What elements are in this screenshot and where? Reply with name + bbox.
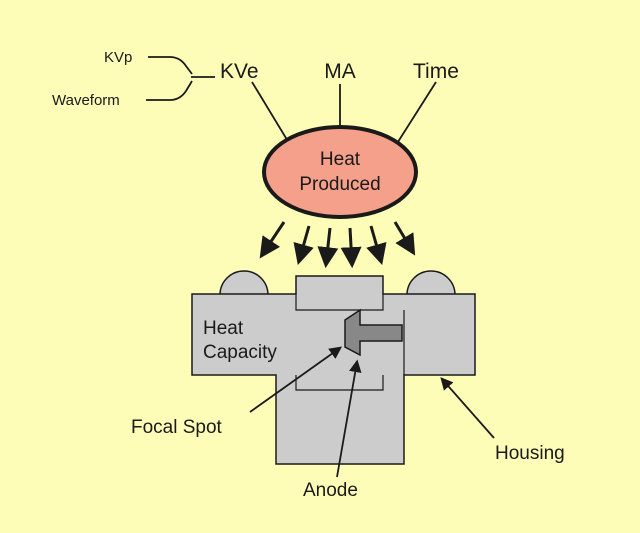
anode-shape <box>344 308 403 357</box>
focal-spot-pointer <box>249 346 343 413</box>
pointer-lines <box>249 346 495 478</box>
input-connector-lines <box>251 81 437 146</box>
housing-pointer <box>440 377 495 439</box>
heat-produced-line2: Produced <box>299 174 380 195</box>
focal-spot-label: Focal Spot <box>131 417 223 438</box>
tube-housing <box>191 270 476 465</box>
heat-arrow-3 <box>317 227 339 269</box>
time-label: Time <box>413 60 459 83</box>
heat-arrow-2 <box>293 225 314 266</box>
heat-arrow-4 <box>340 227 362 269</box>
heat-arrow-1 <box>259 221 286 259</box>
heat-capacity-line2: Capacity <box>203 342 277 363</box>
kvp-waveform-bracket <box>146 56 215 101</box>
kve-label: KVe <box>220 60 259 83</box>
heat-capacity-line1: Heat <box>203 318 244 339</box>
heat-produced-line1: Heat <box>320 149 361 170</box>
housing-label: Housing <box>495 443 565 464</box>
ma-label: MA <box>324 60 356 83</box>
anode-pointer <box>336 359 362 478</box>
heat-arrows <box>259 221 416 269</box>
waveform-label: Waveform <box>52 92 120 109</box>
heat-produced-ellipse <box>262 125 418 219</box>
housing-inner-channel <box>295 294 405 391</box>
heat-arrow-5 <box>366 225 387 266</box>
housing-body <box>191 275 476 465</box>
kvp-label: KVp <box>104 49 132 66</box>
time-line <box>395 81 437 146</box>
anode-label: Anode <box>303 480 358 501</box>
heat-arrow-6 <box>393 221 416 256</box>
kve-line <box>251 81 290 144</box>
